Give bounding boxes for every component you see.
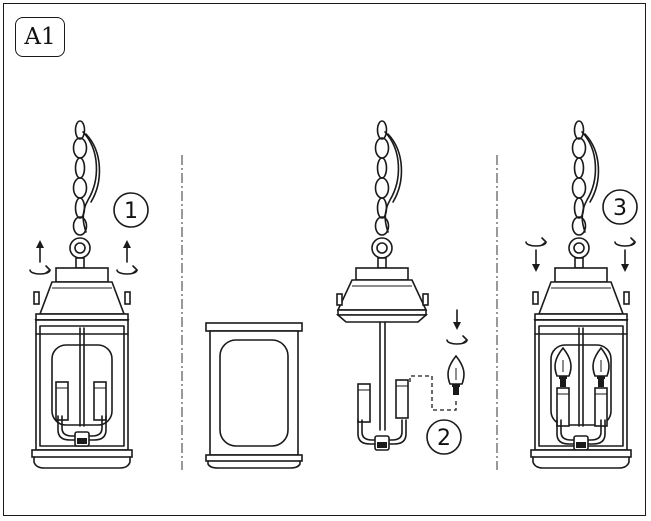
- bulb-icon: [447, 355, 465, 396]
- figure-2-fixture: 2: [335, 120, 468, 455]
- step-number-1: 1: [124, 199, 138, 224]
- diagram-frame: [3, 3, 646, 516]
- rotate-arrow-icon: [116, 265, 138, 275]
- step-number-3: 3: [613, 196, 627, 221]
- step-badge-1: [113, 192, 149, 228]
- chain-icon: [69, 120, 101, 269]
- rotate-arrow-icon: [525, 237, 547, 247]
- step-number-2: 2: [437, 426, 451, 451]
- figure-3-lantern: 3: [525, 120, 638, 469]
- chain-icon: [568, 120, 600, 269]
- figure-1-lantern: 1: [29, 120, 149, 469]
- step-badge-2: [426, 419, 462, 455]
- lantern-cap: [35, 267, 129, 329]
- down-arrow-icon: [532, 249, 540, 272]
- rotate-arrow-icon: [29, 265, 51, 275]
- panel-label: A1: [15, 17, 65, 57]
- chain-icon: [371, 120, 403, 269]
- figure-2-frame: [205, 322, 303, 469]
- step-badge-3: [602, 189, 638, 225]
- down-arrow-icon: [621, 249, 629, 272]
- rotate-arrow-icon: [446, 335, 468, 345]
- lantern-cap: [534, 267, 628, 329]
- up-arrow-icon: [36, 240, 44, 263]
- rotate-arrow-icon: [614, 237, 636, 247]
- up-arrow-icon: [123, 240, 131, 263]
- down-arrow-icon: [453, 309, 461, 330]
